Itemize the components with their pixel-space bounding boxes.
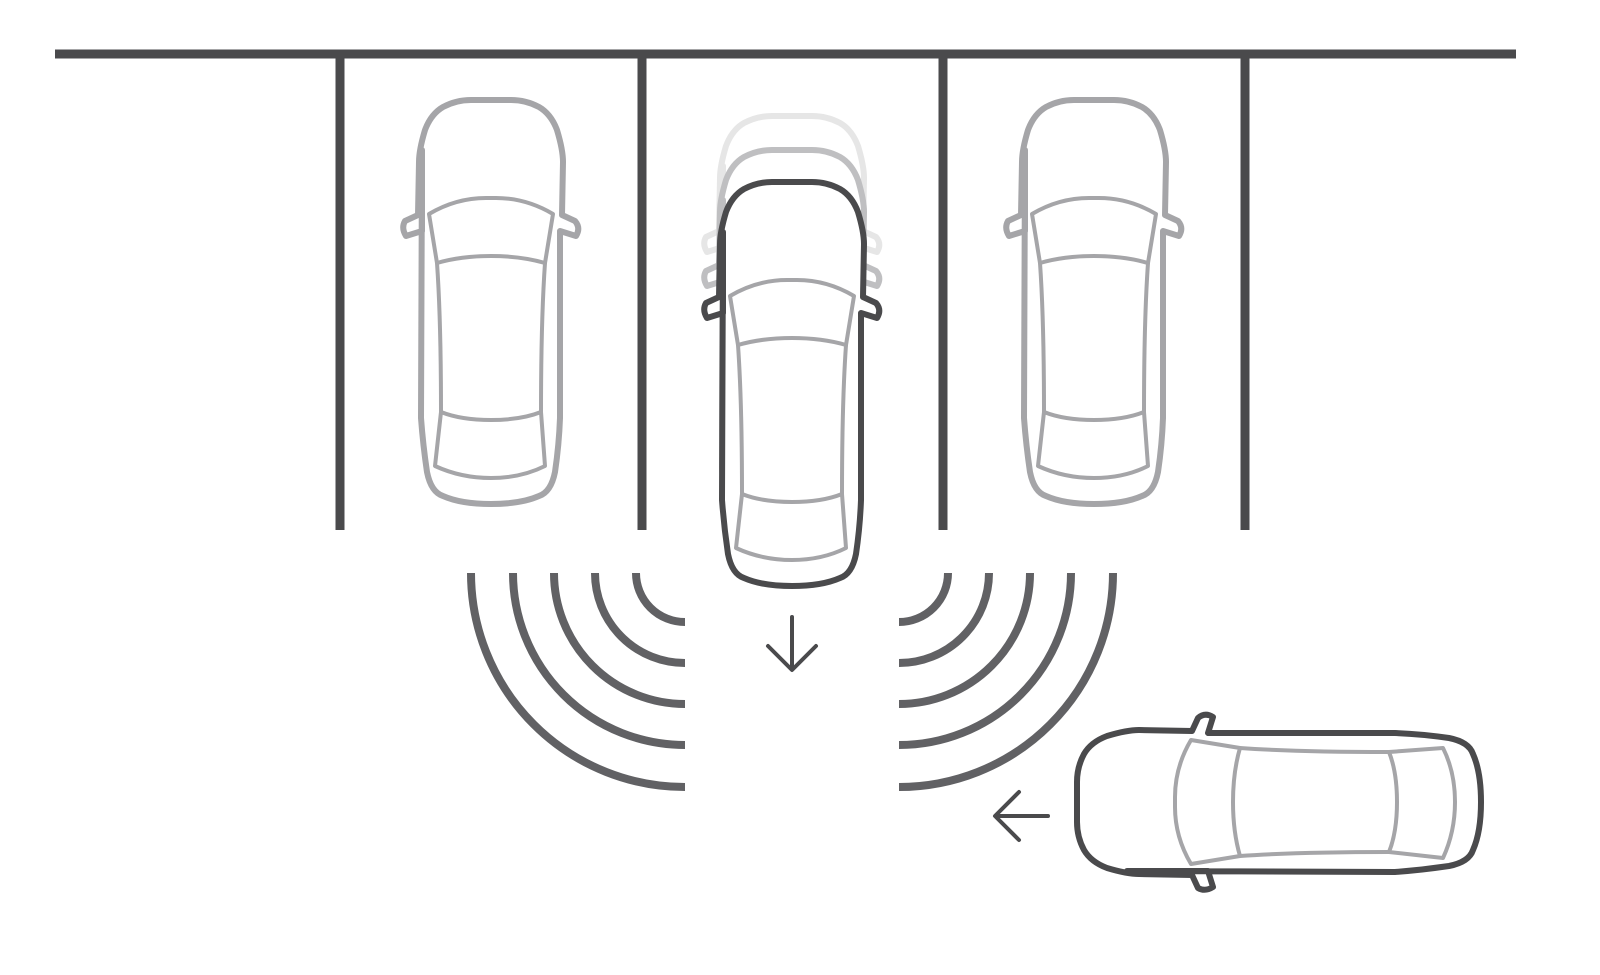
sensor-waves-right <box>898 572 1117 791</box>
reversing-car-main <box>704 182 879 586</box>
sensor-wave-ring <box>550 572 686 708</box>
sensor-wave-ring <box>898 572 1075 749</box>
sensor-wave-ring <box>509 572 686 749</box>
parked-car-left <box>403 100 578 504</box>
sensor-wave-ring <box>898 572 993 667</box>
sensor-waves-left <box>467 572 686 791</box>
cross-traffic-car <box>1077 715 1481 890</box>
sensor-wave-ring <box>467 572 686 791</box>
sensor-wave-ring <box>898 572 1117 791</box>
sensor-wave-ring <box>898 572 1034 708</box>
parked-car-right <box>1006 100 1181 504</box>
sensor-wave-ring <box>591 572 686 667</box>
sensor-wave-ring <box>632 572 686 626</box>
reversing-car <box>704 116 879 586</box>
reverse-direction-arrow <box>766 615 818 672</box>
parking-lines <box>55 49 1516 530</box>
sensor-wave-ring <box>898 572 952 626</box>
cross-traffic-direction-arrow <box>993 790 1050 842</box>
